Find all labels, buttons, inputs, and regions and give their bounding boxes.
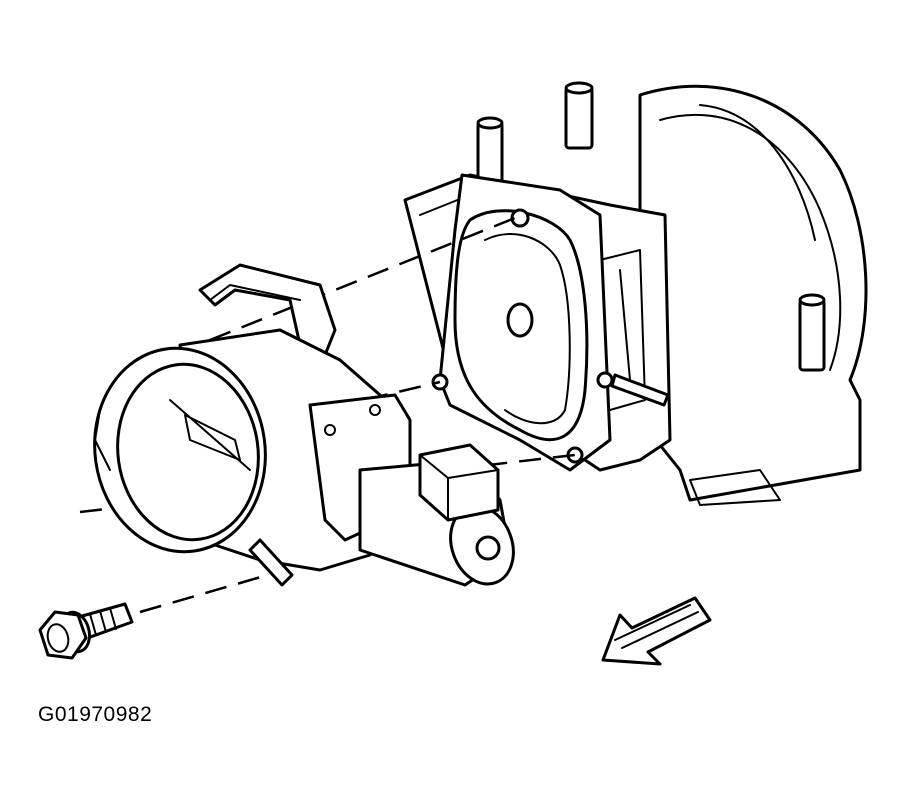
figure-id-label: G01970982 bbox=[38, 703, 153, 726]
throttle-body-bolt bbox=[38, 602, 134, 660]
vacuum-port-right bbox=[798, 293, 826, 372]
throttle-body bbox=[93, 263, 515, 587]
flange-stud bbox=[610, 373, 670, 407]
vacuum-port-center bbox=[564, 81, 594, 150]
manifold-mounting-flange bbox=[431, 173, 614, 472]
vacuum-port-left bbox=[476, 116, 504, 185]
front-direction-arrow-icon bbox=[601, 596, 712, 666]
